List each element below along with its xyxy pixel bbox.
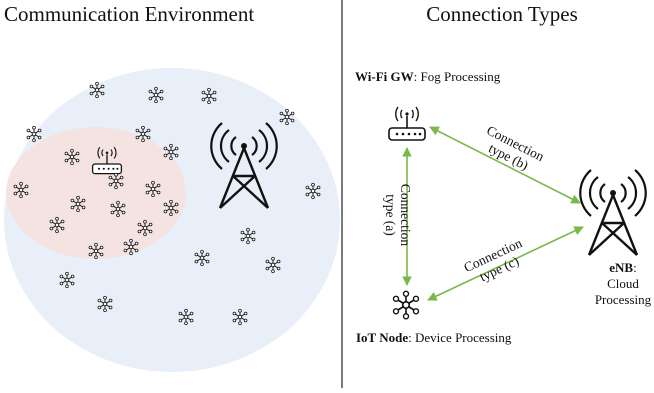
connection-arrow-b [429,126,581,204]
connection-a-line1: Connection [398,183,413,247]
wifi-gateway-router-icon [388,106,426,141]
enb-name: eNB [609,260,634,275]
enb-cell-tower-icon [579,168,647,257]
connection-type-a-label: Connection type (a) [383,165,413,265]
iot-node-name: IoT Node [356,330,409,345]
connection-types-title: Connection Types [426,2,578,26]
enb-colon: : [633,260,637,275]
wifi-gateway-label: Wi-Fi GW: Fog Processing [355,69,500,85]
wifi-gateway-name: Wi-Fi GW [355,69,414,84]
enb-label: eNB: Cloud Processing [592,260,654,308]
enb-role-line2: Processing [594,292,652,307]
communication-environment-title: Communication Environment [4,2,255,26]
connection-a-line2: type (a) [383,194,398,236]
connection-arrow-c [427,226,584,301]
enb-role-line1: Cloud [607,276,639,291]
iot-node-role: : Device Processing [408,330,512,345]
iot-node-label: IoT Node: Device Processing [356,330,511,346]
wifi-gateway-role: : Fog Processing [413,69,501,84]
iot-node-icon [392,290,420,320]
